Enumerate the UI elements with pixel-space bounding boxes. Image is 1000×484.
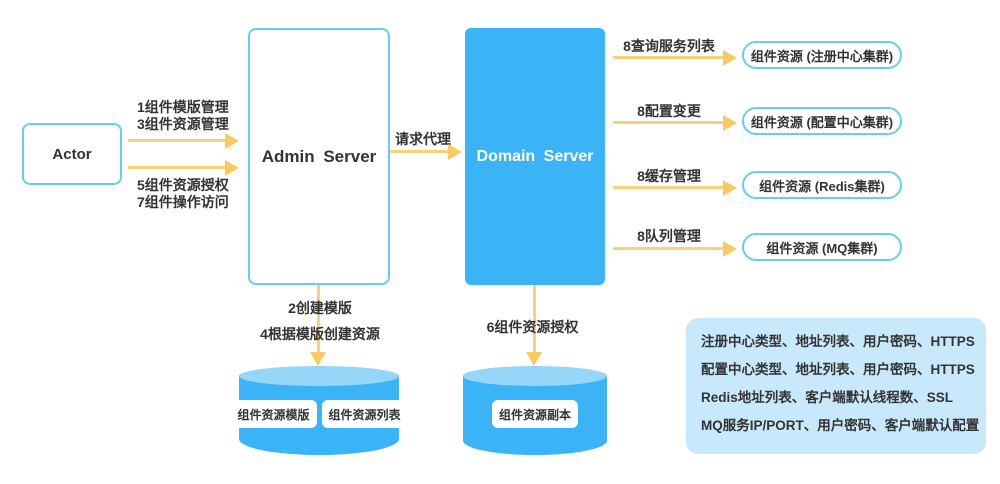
- arrowhead-domain-registry: [723, 50, 737, 66]
- flow-label-query-services: 8查询服务列表: [623, 38, 715, 54]
- flow-label-config-change: 8配置变更: [637, 103, 701, 119]
- arrowhead-admin-db: [310, 352, 326, 366]
- db-item-resource-template: 组件资源模版: [230, 400, 317, 428]
- flow-label-cache-mgmt: 8缓存管理: [637, 168, 701, 184]
- flow-label-resource-auth: 6组件资源授权: [486, 319, 579, 335]
- actor-label: Actor: [52, 145, 92, 163]
- cylinder-top: [239, 366, 399, 386]
- resource-redis-cluster: 组件资源 (Redis集群): [742, 171, 902, 199]
- db-item-resource-replica: 组件资源副本: [491, 400, 578, 428]
- arrowhead-admin-domain: [448, 144, 462, 160]
- admin-server-node: Admin Server: [248, 28, 390, 285]
- flow-label-proxy: 请求代理: [395, 131, 451, 147]
- db-item-resource-list: 组件资源列表: [321, 400, 408, 428]
- resource-registry-cluster: 组件资源 (注册中心集群): [742, 41, 902, 69]
- admin-server-label: Admin Server: [261, 146, 377, 166]
- arrow-domain-config: [613, 121, 723, 124]
- flow-label-template-mgmt: 1组件模版管理 3组件资源管理: [137, 99, 229, 132]
- info-line-registry: 注册中心类型、地址列表、用户密码、HTTPS: [701, 334, 975, 349]
- flow-label-create-resource: 4根据模版创建资源: [260, 326, 380, 342]
- domain-database-cylinder: 组件资源副本: [463, 366, 607, 455]
- config-info-panel: 注册中心类型、地址列表、用户密码、HTTPS 配置中心类型、地址列表、用户密码、…: [686, 318, 986, 454]
- arrowhead-actor-admin-2: [225, 160, 239, 176]
- domain-server-node: Domain Server: [465, 28, 605, 285]
- resource-config-cluster: 组件资源 (配置中心集群): [742, 107, 902, 135]
- arrow-domain-registry: [613, 56, 723, 59]
- arrow-admin-db: [317, 285, 320, 353]
- arrow-actor-admin-1: [128, 139, 225, 142]
- flow-label-auth-access: 5组件资源授权 7组件操作访问: [137, 177, 229, 210]
- arrow-domain-mq: [613, 247, 723, 250]
- info-line-config: 配置中心类型、地址列表、用户密码、HTTPS: [701, 362, 975, 377]
- cylinder-top: [463, 366, 607, 386]
- flow-label-create-template: 2创建模版: [288, 300, 352, 316]
- admin-database-cylinder: 组件资源模版 组件资源列表: [230, 366, 408, 455]
- arrowhead-domain-config: [723, 115, 737, 131]
- arrowhead-domain-mq: [723, 241, 737, 257]
- arrowhead-actor-admin-1: [225, 133, 239, 149]
- resource-mq-cluster: 组件资源 (MQ集群): [742, 233, 902, 261]
- arrow-admin-domain: [390, 150, 448, 153]
- arrow-domain-db: [533, 285, 536, 353]
- arrowhead-domain-db: [526, 352, 542, 366]
- info-line-mq: MQ服务IP/PORT、用户密码、客户端默认配置: [701, 418, 980, 433]
- domain-server-label: Domain Server: [476, 147, 594, 165]
- arrow-actor-admin-2: [128, 166, 225, 169]
- flow-label-queue-mgmt: 8队列管理: [637, 228, 701, 244]
- arrowhead-domain-redis: [723, 180, 737, 196]
- info-line-redis: Redis地址列表、客户端默认线程数、SSL: [701, 390, 954, 405]
- arrow-domain-redis: [613, 186, 723, 189]
- actor-node: Actor: [22, 123, 122, 185]
